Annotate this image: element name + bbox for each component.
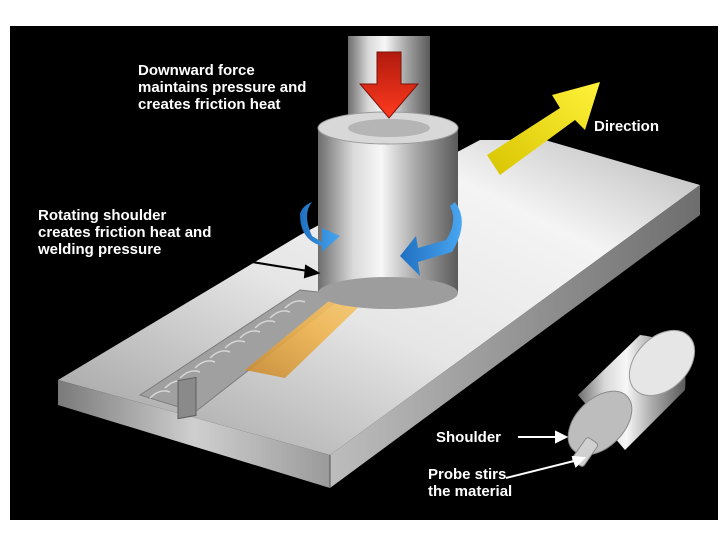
rotating-shoulder-line-3: welding pressure	[38, 241, 162, 258]
rotating-shoulder-line-1: Rotating shoulder	[38, 207, 167, 224]
weld-seam	[138, 289, 368, 420]
direction-arrow-icon	[487, 82, 600, 175]
detail-shoulder-face	[567, 390, 633, 456]
plate-side-face	[330, 185, 700, 488]
pointer-lines	[189, 251, 321, 279]
downward-force-line-3: creates friction heat	[138, 96, 281, 113]
direction-label: Direction	[594, 118, 660, 135]
probe-label: Probe stirs the material	[428, 466, 512, 500]
downward-force-line-2: maintains pressure and	[138, 79, 307, 96]
weld-hot-zone	[245, 298, 368, 378]
weld-start-mark	[177, 376, 197, 420]
tool-spindle-base	[348, 119, 430, 137]
rotating-shoulder-label: Rotating shoulder creates friction heat …	[38, 207, 211, 258]
probe-line-1: Probe stirs	[428, 466, 507, 483]
plate-front-face	[58, 380, 330, 488]
downward-force-line-1: Downward force	[138, 62, 255, 79]
rotating-shoulder-line-2: creates friction heat and	[38, 224, 212, 241]
tool-detail-illustration	[567, 329, 696, 467]
downward-force-label: Downward force maintains pressure and cr…	[138, 62, 306, 113]
downward-force-arrow-icon	[358, 51, 420, 119]
tool-shoulder-body	[318, 128, 458, 293]
probe-line-2: the material	[428, 483, 513, 500]
welding-tool	[317, 36, 459, 309]
shoulder-label: Shoulder	[436, 429, 502, 446]
rotation-arrow-icon	[300, 202, 462, 276]
pointer-lines-white	[505, 430, 587, 479]
